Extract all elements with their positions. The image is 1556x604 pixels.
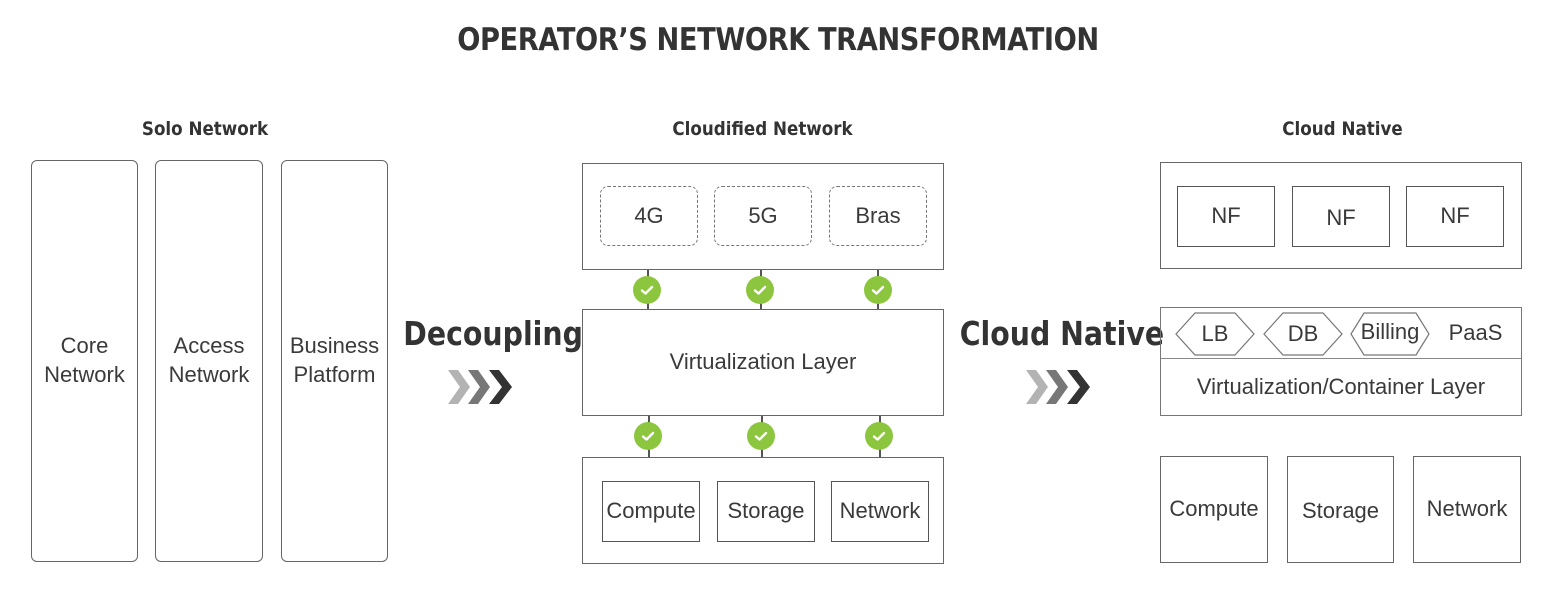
access-network-label-line2: Network bbox=[168, 362, 250, 387]
paas-label: PaaS bbox=[1448, 320, 1503, 345]
chevron-mid bbox=[468, 370, 490, 404]
core-network-label-line2: Network bbox=[44, 362, 125, 387]
cn-compute-label: Compute bbox=[1169, 496, 1259, 522]
function-4g-box: 4G bbox=[600, 186, 698, 246]
paas-container-stack bbox=[1160, 307, 1522, 416]
storage-label: Storage bbox=[727, 498, 805, 524]
chevron-dark bbox=[489, 370, 512, 404]
container-layer-label: Virtualization/Container Layer bbox=[1196, 374, 1486, 399]
db-hexagon: DB bbox=[1263, 312, 1343, 356]
triple-chevron-right-icon bbox=[448, 370, 512, 404]
function-bras-box: Bras bbox=[829, 186, 927, 246]
function-5g-box: 5G bbox=[714, 186, 812, 246]
nf-label-1: NF bbox=[1211, 203, 1241, 229]
hexagon-shape bbox=[1350, 312, 1430, 356]
compute-box: Compute bbox=[602, 481, 700, 542]
lb-hexagon: LB bbox=[1175, 312, 1255, 356]
chevron-light bbox=[448, 370, 470, 404]
chevron-mid bbox=[1046, 370, 1068, 404]
nf-label-3: NF bbox=[1440, 203, 1470, 229]
function-bras-label: Bras bbox=[855, 202, 901, 228]
check-circle-icon bbox=[746, 276, 774, 304]
cloud-native-transition-label: Cloud Native bbox=[959, 314, 1165, 353]
function-5g-label: 5G bbox=[748, 202, 778, 228]
decoupling-label: Decoupling bbox=[403, 314, 583, 353]
db-label: DB bbox=[1287, 321, 1319, 346]
chevron-dark bbox=[1067, 370, 1090, 404]
access-network-label-line1: Access bbox=[173, 333, 245, 359]
nf-box-3: NF bbox=[1406, 186, 1504, 247]
function-4g-label: 4G bbox=[634, 202, 664, 228]
cloud-native-heading: Cloud Native bbox=[1282, 118, 1403, 140]
chevron-light bbox=[1026, 370, 1048, 404]
check-circle-icon bbox=[634, 422, 662, 450]
check-circle-icon bbox=[747, 422, 775, 450]
check-circle-icon bbox=[865, 422, 893, 450]
triple-chevron-right-icon bbox=[1026, 370, 1090, 404]
core-network-label-line1: Core bbox=[60, 333, 109, 359]
network-box: Network bbox=[831, 481, 929, 542]
nf-box-2: NF bbox=[1292, 186, 1390, 247]
cn-storage-box: Storage bbox=[1287, 456, 1394, 563]
solo-network-heading: Solo Network bbox=[141, 118, 269, 140]
virtualization-layer-label: Virtualization Layer bbox=[669, 349, 857, 375]
business-platform-label-line2: Platform bbox=[293, 362, 376, 387]
network-label: Network bbox=[839, 498, 921, 524]
nf-box-1: NF bbox=[1177, 186, 1275, 247]
hexagon-shape bbox=[1175, 312, 1255, 356]
storage-box: Storage bbox=[717, 481, 815, 542]
check-circle-icon bbox=[864, 276, 892, 304]
hexagon-shape bbox=[1263, 312, 1343, 356]
nf-label-2: NF bbox=[1326, 205, 1356, 231]
lb-label: LB bbox=[1201, 321, 1229, 346]
virtualization-layer-box: Virtualization Layer bbox=[582, 309, 944, 416]
diagram-title: OPERATOR’S NETWORK TRANSFORMATION bbox=[457, 22, 1099, 58]
compute-label: Compute bbox=[606, 498, 696, 524]
check-circle-icon bbox=[633, 276, 661, 304]
layer-divider bbox=[1161, 358, 1521, 359]
business-platform-label-line1: Business bbox=[289, 333, 380, 359]
billing-hexagon: Billing bbox=[1350, 312, 1430, 356]
cn-network-box: Network bbox=[1413, 456, 1521, 563]
cn-storage-label: Storage bbox=[1301, 498, 1380, 524]
cn-network-label: Network bbox=[1426, 496, 1508, 522]
cn-compute-box: Compute bbox=[1160, 456, 1268, 563]
billing-label: Billing bbox=[1360, 319, 1420, 344]
cloudified-network-heading: Cloudified Network bbox=[672, 118, 853, 140]
